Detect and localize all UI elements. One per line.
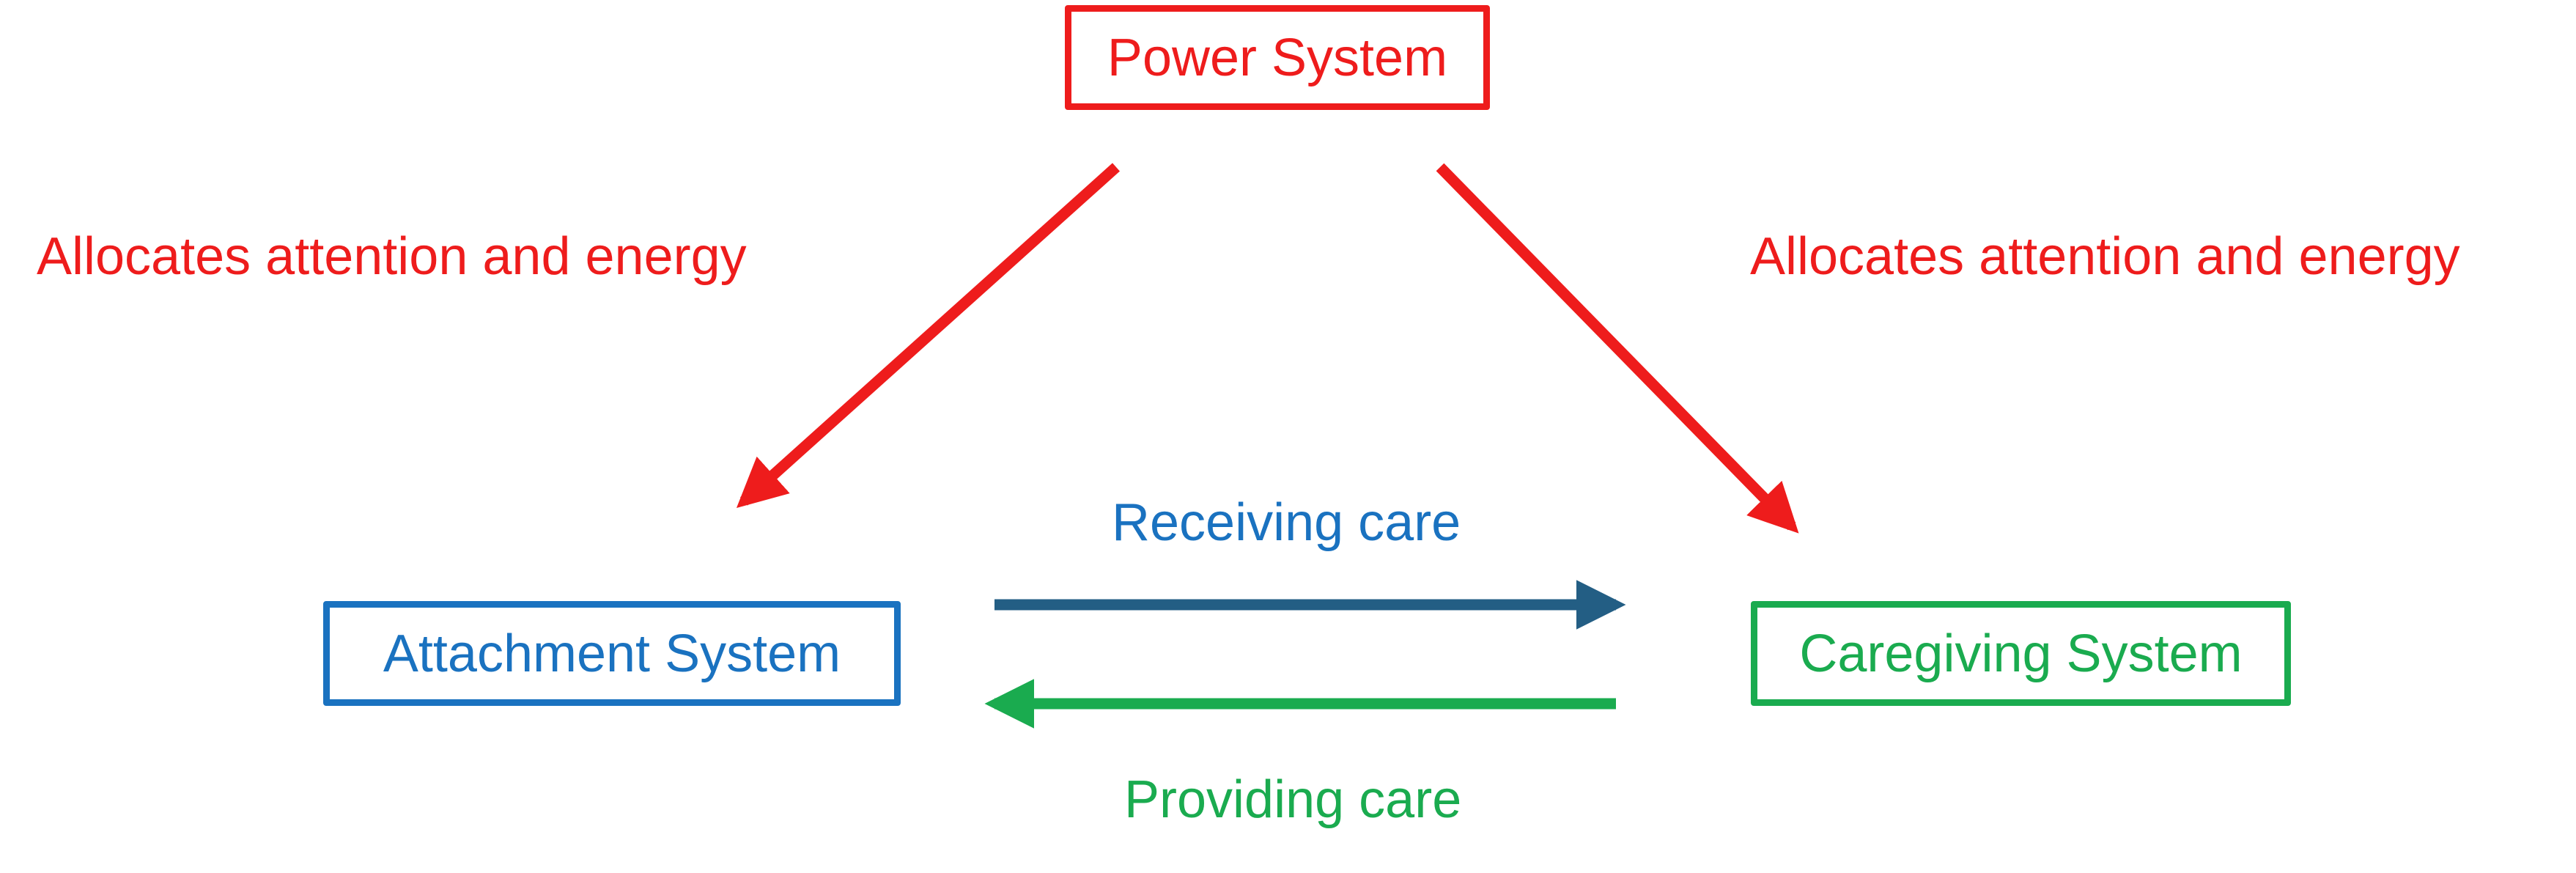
attachment-system-label: Attachment System [383, 624, 841, 683]
providing-care-label: Providing care [1124, 770, 1462, 829]
attachment-system-box: Attachment System [323, 601, 901, 706]
power-to-attachment-arrow [736, 163, 1121, 509]
power-system-box: Power System [1065, 5, 1490, 110]
allocates-left-label: Allocates attention and energy [37, 227, 747, 286]
allocates-right-label: Allocates attention and energy [1750, 227, 2460, 286]
receiving-care-label: Receiving care [1112, 493, 1461, 552]
caregiving-system-label: Caregiving System [1799, 624, 2243, 683]
power-to-caregiving-arrow [1436, 163, 1799, 534]
power-system-label: Power System [1107, 28, 1448, 87]
caregiving-system-box: Caregiving System [1751, 601, 2291, 706]
